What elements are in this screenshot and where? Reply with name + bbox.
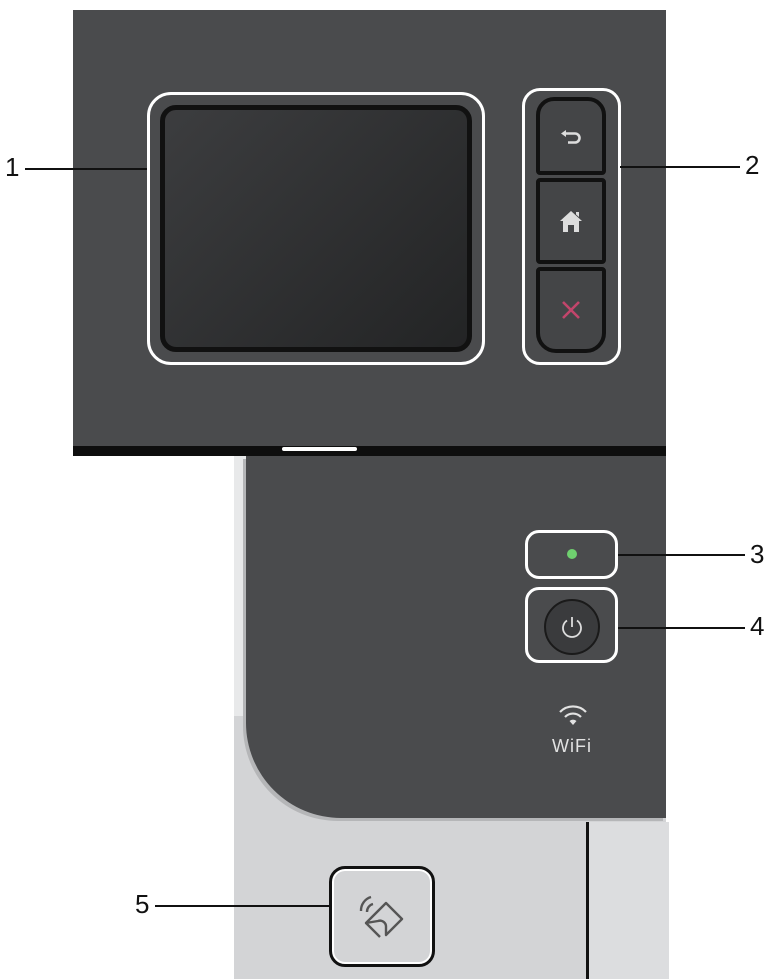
callout-line-3 bbox=[618, 554, 745, 556]
nfc-reader[interactable] bbox=[329, 866, 435, 967]
led-indicator bbox=[567, 549, 577, 559]
callout-5: 5 bbox=[135, 889, 150, 919]
power-icon bbox=[562, 617, 582, 638]
callout-line-5 bbox=[155, 905, 329, 907]
touchscreen-highlight bbox=[147, 92, 485, 365]
panel-handle bbox=[282, 447, 357, 451]
menu-buttons-highlight bbox=[522, 88, 621, 365]
callout-3: 3 bbox=[750, 539, 765, 569]
touchscreen-lcd[interactable] bbox=[160, 105, 472, 352]
body-edge bbox=[234, 456, 246, 716]
power-button[interactable] bbox=[544, 599, 600, 655]
callout-line-2 bbox=[620, 166, 740, 168]
callout-2: 2 bbox=[745, 150, 760, 180]
cancel-button[interactable] bbox=[536, 267, 606, 353]
callout-line-1 bbox=[25, 168, 147, 170]
callout-4: 4 bbox=[750, 611, 765, 641]
nfc-icon bbox=[359, 895, 404, 938]
led-highlight bbox=[525, 530, 618, 579]
home-icon bbox=[560, 211, 582, 232]
power-highlight bbox=[525, 587, 618, 663]
back-icon bbox=[561, 130, 581, 144]
callout-line-4 bbox=[618, 627, 745, 629]
back-button[interactable] bbox=[536, 97, 606, 175]
front-cover bbox=[586, 822, 669, 979]
wifi-label: WiFi bbox=[552, 736, 592, 756]
home-button[interactable] bbox=[536, 178, 606, 264]
wifi-icon bbox=[559, 705, 587, 725]
cancel-icon bbox=[562, 301, 580, 319]
callout-1: 1 bbox=[5, 152, 20, 182]
